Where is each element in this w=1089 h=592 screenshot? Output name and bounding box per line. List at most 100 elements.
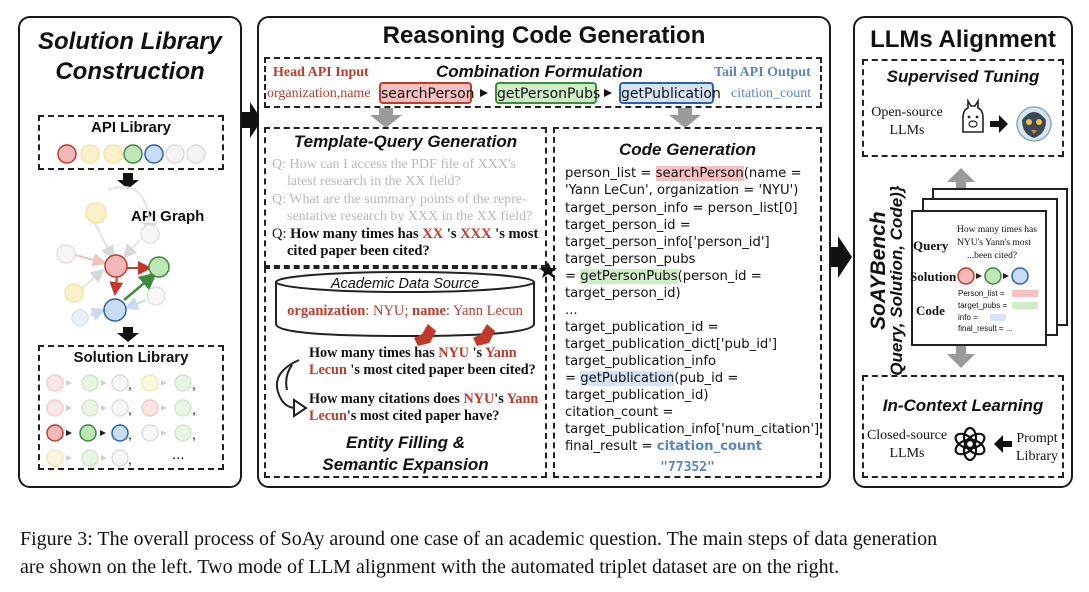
- api-node-green: [123, 144, 143, 164]
- template-q1-line2: latest research in the XX field?: [287, 174, 461, 189]
- card-query-label: Query: [913, 238, 949, 253]
- combination-title: Combination Formulation: [436, 62, 643, 81]
- card-q-line1: How many times has: [957, 225, 1037, 235]
- api-node-yellow2: [103, 144, 123, 164]
- middle-title: Reasoning Code Generation: [382, 22, 706, 49]
- code-line-7: = getPersonPubs(person_id =: [565, 269, 762, 284]
- code-line-14: target_publication_id): [565, 388, 709, 403]
- icl-title: In-Context Learning: [882, 396, 1044, 415]
- entity-fill-arrows: [414, 324, 495, 346]
- name-label: name: [412, 303, 446, 319]
- right-arrow-icon-1: [990, 115, 1008, 133]
- code-l17a: final_result =: [565, 439, 657, 454]
- open-source-line1: Open-source: [871, 105, 943, 120]
- template-q3-xx: XX: [422, 226, 444, 242]
- graph-node-green: [148, 256, 170, 278]
- svg-text:,: ,: [128, 376, 132, 392]
- model-avatar-icon: [1016, 106, 1052, 142]
- code-line-1: person_list = searchPerson(name =: [565, 166, 802, 181]
- code-line-11: target_publication_dict['pub_id']: [565, 337, 778, 352]
- code-line-10: target_publication_id =: [565, 320, 719, 335]
- head-api-label: Head API Input: [273, 65, 369, 80]
- code-line-6: target_person_pubs: [565, 252, 696, 267]
- code-line-13: = getPublication(pub_id =: [565, 371, 738, 386]
- semantic-expansion-arrow: [276, 359, 308, 418]
- solution-chains: , , , , , , ,: [46, 374, 196, 467]
- card-code-swatch-blue: [990, 314, 1006, 321]
- closed-source-line2: LLMs: [889, 446, 925, 461]
- template-q3-a: How many times has: [290, 226, 423, 242]
- supervised-title: Supervised Tuning: [886, 67, 1040, 86]
- openai-logo-icon: [954, 426, 986, 462]
- code-l7b: getPersonPubs: [580, 269, 678, 284]
- arrow-left-to-middle: [242, 102, 262, 138]
- org-value: : NYU;: [365, 303, 413, 319]
- star-connector: [539, 262, 557, 278]
- entity-title-line2: Semantic Expansion: [322, 455, 489, 474]
- code-line-2: 'Yann LeCun', organization = 'NYU'): [565, 183, 799, 198]
- card-q-line2: NYU's Yann's most: [957, 238, 1031, 248]
- card-solution-chain: [957, 267, 1029, 285]
- left-title-line2: Construction: [55, 58, 205, 85]
- llama-icon: [962, 98, 984, 133]
- template-q3-prefix: Q:: [272, 226, 291, 242]
- code-l7c: (person_id =: [677, 269, 762, 284]
- card-code-swatch-red: [1012, 290, 1038, 297]
- svg-text:,: ,: [128, 426, 132, 442]
- graph-node-gray-left: [56, 244, 76, 264]
- code-line-9: ...: [565, 303, 578, 318]
- card-code-2: target_pubs =: [958, 301, 1008, 310]
- prompt-library-line2: Library: [1016, 449, 1058, 464]
- code-generation-box: [553, 127, 822, 478]
- api-node-gray2: [186, 144, 206, 164]
- code-l1c: (name =: [743, 166, 802, 181]
- svg-text:,: ,: [192, 401, 196, 417]
- template-q2-line1: Q: What are the summary points of the re…: [272, 192, 527, 207]
- api-library-nodes: [57, 144, 206, 164]
- template-q3-line2: cited paper been cited?: [287, 243, 430, 259]
- code-line-8: target_person_id): [565, 286, 681, 301]
- card-code-4: final_result = ...: [958, 324, 1013, 333]
- graph-node-yellow-left: [64, 283, 84, 303]
- code-line-17: final_result = citation_count: [565, 439, 762, 454]
- org-label: organization: [287, 303, 366, 319]
- fq2-b: 's: [494, 391, 507, 407]
- tail-api-label: Tail API Output: [714, 65, 811, 80]
- gray-arrows-middle: [370, 108, 701, 128]
- graph-node-blue: [103, 298, 127, 322]
- data-source-title: Academic Data Source: [330, 276, 480, 292]
- figure-caption-line2: are shown on the left. Two mode of LLM a…: [20, 556, 840, 578]
- code-line-5: target_person_info['person_id']: [565, 235, 770, 250]
- down-arrow-1: [117, 173, 139, 189]
- fq1-lecun: Lecun: [309, 362, 347, 378]
- card-solution-label: Solution: [910, 269, 957, 284]
- figure-caption-line1: Figure 3: The overall process of SoAy ar…: [20, 528, 938, 550]
- fq1-a: How many times has: [309, 345, 439, 361]
- api-search-person: searchPerson: [379, 82, 475, 104]
- gray-arrow-up: [947, 168, 975, 190]
- graph-node-gray-right: [146, 286, 166, 306]
- template-q1-line1: Q: How can I access the PDF file of XXX'…: [272, 157, 516, 172]
- code-line-4: target_person_id =: [565, 218, 691, 233]
- card-code-1: Person_list =: [958, 289, 1005, 298]
- gray-arrow-down: [947, 346, 975, 368]
- open-source-line2: LLMs: [889, 123, 925, 138]
- svg-text:,: ,: [128, 451, 132, 467]
- template-q3-c: 's most: [491, 226, 539, 242]
- fq1-yann: Yann: [485, 345, 517, 361]
- card-code-3: info =: [958, 313, 978, 322]
- template-q2-line2: sentative research by XXX in the XX fiel…: [287, 209, 533, 224]
- svg-text:,: ,: [128, 401, 132, 417]
- fq2-yann: Yann: [506, 391, 539, 407]
- api-node-blue: [144, 144, 164, 164]
- graph-node-red: [104, 254, 128, 278]
- api-node-yellow1: [80, 144, 100, 164]
- in-context-learning-box: [862, 375, 1064, 478]
- fq1-c: 's most cited paper been cited?: [346, 362, 536, 378]
- template-q3-xxx: XXX: [460, 226, 492, 242]
- code-generation-title: Code Generation: [619, 140, 756, 159]
- fq2-lecun: Lecun: [309, 408, 347, 424]
- name-value: : Yann Lecun: [445, 303, 523, 319]
- api-node-gray1: [165, 144, 185, 164]
- fq2-a: How many citations does: [309, 391, 464, 407]
